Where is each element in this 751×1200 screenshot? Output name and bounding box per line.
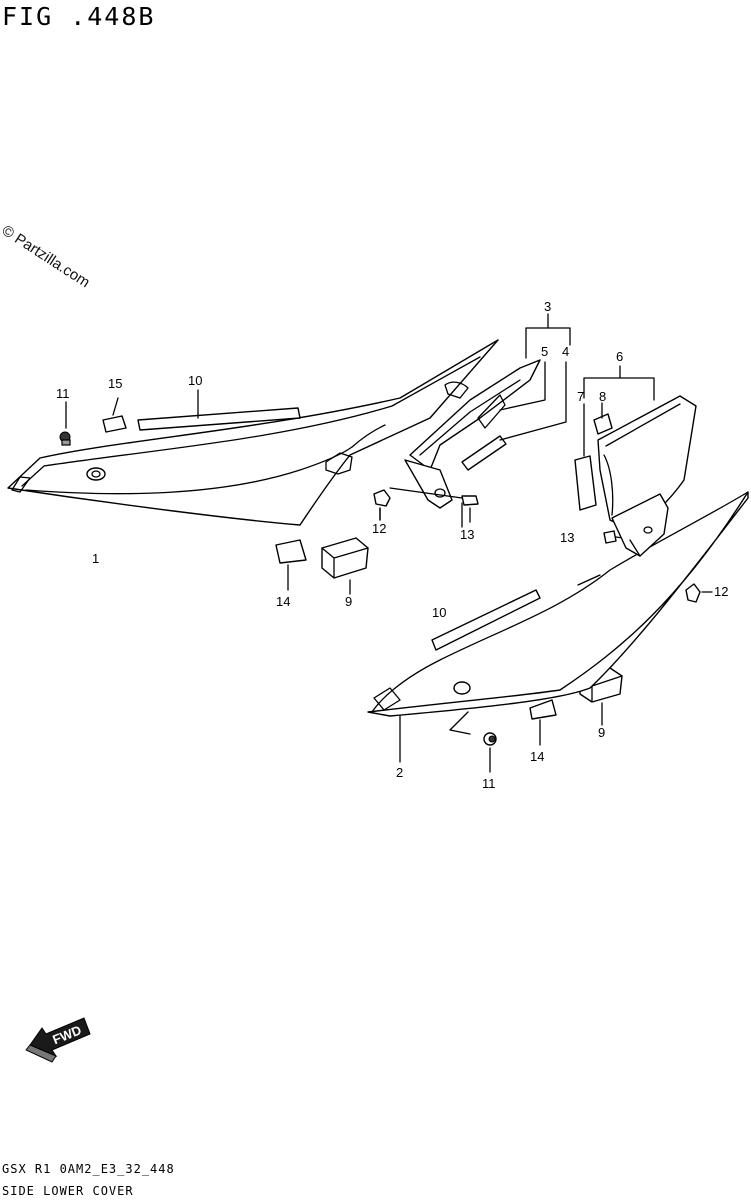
callout-8: 8 (599, 389, 607, 404)
callout-5: 5 (541, 344, 549, 359)
callout-11a: 11 (56, 386, 70, 401)
part-6-side-cover (597, 395, 697, 557)
part-14-pad-right (529, 699, 557, 746)
callout-13a: 13 (460, 527, 475, 542)
callout-2: 2 (396, 765, 404, 780)
callout-11b: 11 (482, 776, 496, 791)
callout-6: 6 (616, 349, 624, 364)
callout-7: 7 (577, 389, 585, 404)
part-12-clip-upper (373, 489, 391, 521)
part-2-right-side-cover (367, 491, 749, 735)
callout-10a: 10 (188, 373, 203, 388)
part-5-bracket (404, 359, 541, 509)
part-14-pad-left (275, 539, 307, 591)
fwd-arrow: FWD (25, 1017, 91, 1063)
callout-1: 1 (92, 551, 100, 566)
leader-lines (112, 313, 655, 763)
part-13-bolt-upper (389, 487, 479, 523)
callout-14b: 14 (530, 749, 545, 764)
part-10-lower-strip (431, 589, 541, 651)
part-7-rubber-pad (574, 455, 597, 511)
part-15-pad (102, 415, 127, 433)
callout-12b: 12 (714, 584, 729, 599)
callout-9a: 9 (345, 594, 353, 609)
part-9-block-left (321, 537, 369, 595)
footer-code: GSX R1 0AM2_E3_32_448 (2, 1162, 175, 1176)
callout-15: 15 (108, 376, 123, 391)
callout-9b: 9 (598, 725, 606, 740)
callout-3: 3 (544, 299, 552, 314)
footer-name: SIDE LOWER COVER (2, 1184, 134, 1198)
part-8-tab (593, 413, 613, 435)
part-1-left-side-cover (7, 339, 499, 526)
part-12-clip-right (685, 583, 713, 603)
callout-10b: 10 (432, 605, 447, 620)
callout-13b: 13 (560, 530, 575, 545)
part-11-screw-lower (483, 732, 497, 773)
part-4-strip (461, 435, 507, 471)
figure-title: FIG .448B (2, 2, 156, 31)
part-10-upper-strip (137, 407, 301, 431)
callout-12a: 12 (372, 521, 387, 536)
callout-14a: 14 (276, 594, 291, 609)
callout-4: 4 (562, 344, 570, 359)
part-11-screw-upper (59, 401, 71, 446)
